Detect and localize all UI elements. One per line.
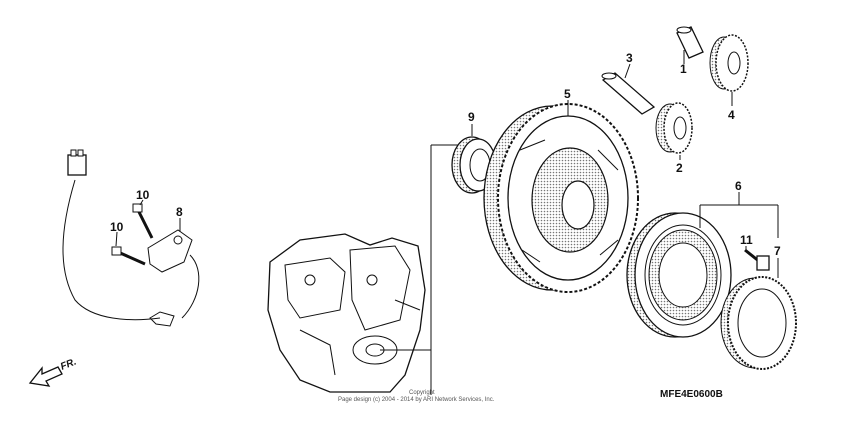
callout-10-lower: 10 — [110, 220, 124, 234]
idle-gear — [709, 34, 749, 92]
bolt-11 — [744, 248, 770, 271]
callout-2: 2 — [676, 161, 683, 175]
callout-9: 9 — [468, 110, 475, 124]
bolt-10-upper — [132, 203, 154, 239]
gear-shaft-3 — [601, 72, 656, 115]
callout-3: 3 — [626, 51, 633, 65]
pulse-generator-assembly — [62, 149, 200, 327]
crankcase — [267, 233, 426, 393]
callout-8: 8 — [176, 205, 183, 219]
callout-11: 11 — [740, 233, 753, 247]
clutch-bracket-lines — [699, 192, 779, 278]
one-way-clutch — [720, 276, 797, 370]
drawing-code: MFE4E0600B — [660, 389, 723, 400]
front-direction-arrow: FR. — [28, 357, 78, 387]
reduction-gear — [655, 102, 693, 154]
callout-4: 4 — [728, 108, 735, 122]
callout-6: 6 — [735, 179, 742, 193]
callout-7: 7 — [774, 244, 781, 258]
callout-10-upper: 10 — [136, 188, 150, 202]
leader-lines — [115, 50, 747, 250]
starter-clutch-outer — [626, 212, 732, 338]
callout-5: 5 — [564, 87, 571, 101]
starter-driven-gear — [483, 103, 639, 293]
direction-label: FR. — [59, 357, 78, 373]
copyright-line2: Page design (c) 2004 - 2014 by ARI Netwo… — [338, 397, 495, 403]
bolt-10-lower — [111, 246, 146, 266]
copyright-line1: Copyright — [409, 390, 435, 396]
gear-shaft-1 — [676, 26, 704, 59]
callout-1: 1 — [680, 62, 687, 76]
